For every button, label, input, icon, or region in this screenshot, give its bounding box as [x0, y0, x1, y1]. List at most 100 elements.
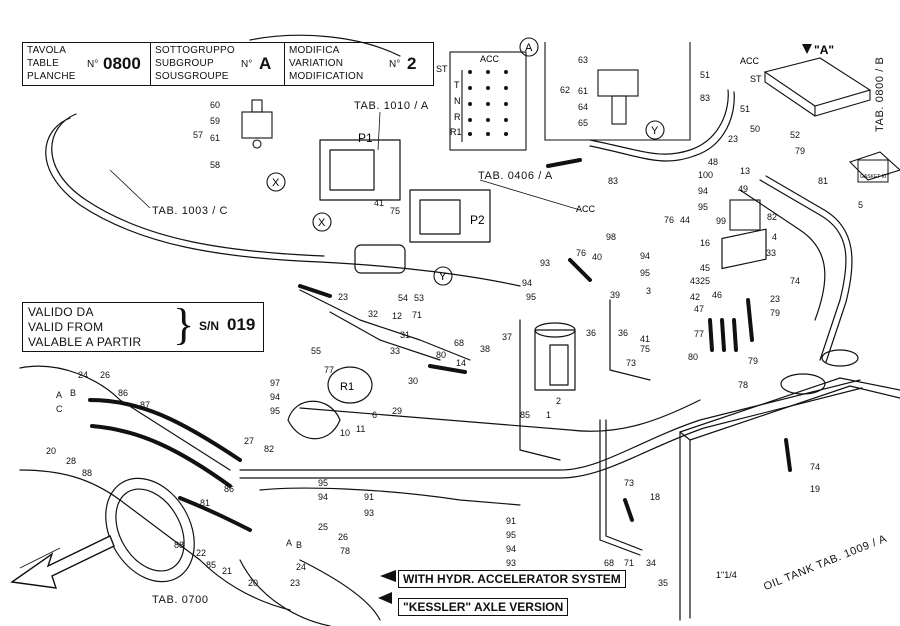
- valve-label-r: R: [454, 112, 461, 122]
- part-number-lower-right: 94: [318, 492, 329, 502]
- part-number-upper-right: 95: [640, 268, 651, 278]
- ref-tab-0700: TAB. 0700: [152, 594, 209, 606]
- detail-marker-x-1: X: [272, 177, 280, 189]
- part-number-upper-right: 99: [716, 216, 727, 226]
- accumulator-label-r1: R1: [340, 381, 354, 393]
- part-number-lower-right: 73: [624, 478, 635, 488]
- part-number-upper-right: 79: [795, 146, 806, 156]
- part-number-lower-right: 74: [810, 462, 821, 472]
- ref-tab-1003: TAB. 1003 / C: [152, 205, 229, 217]
- table-label-fr: PLANCHE: [27, 71, 76, 82]
- part-number-center: 54: [398, 293, 409, 303]
- part-number-detail-y: 61: [578, 86, 589, 96]
- part-number-upper-right: 43: [690, 276, 701, 286]
- valve-label-acc: ACC: [480, 54, 500, 64]
- part-number-upper-right: 36: [618, 328, 629, 338]
- part-number-upper-right: 94: [698, 186, 709, 196]
- detail-marker-y-2: Y: [439, 271, 447, 283]
- part-number-center: 10: [340, 428, 351, 438]
- modification-cell: MODIFICA VARIATION MODIFICATION N° 2: [285, 43, 433, 85]
- part-number-lower-left: 22: [196, 548, 207, 558]
- part-number-detail-y: 62: [560, 85, 571, 95]
- ref-tab-0406: TAB. 0406 / A: [478, 170, 553, 182]
- part-number-lower-left: 28: [66, 456, 77, 466]
- table-cell: TAVOLA TABLE PLANCHE N° 0800: [23, 43, 151, 85]
- part-number-upper-right: 95: [698, 202, 709, 212]
- part-number-lower-right: 94: [506, 544, 517, 554]
- part-number-upper-right: 47: [694, 304, 705, 314]
- ref-tab-1010: TAB. 1010 / A: [354, 100, 429, 112]
- subgroup-label-fr: SOUSGROUPE: [155, 71, 229, 82]
- part-number-upper-right: 4: [772, 232, 778, 242]
- part-number-upper-right: 3: [646, 286, 652, 296]
- part-number-detail-x: 60: [210, 100, 221, 110]
- part-number-center: 75: [390, 206, 401, 216]
- part-number-lower-left: 81: [200, 498, 211, 508]
- part-number-lower-right: 35: [658, 578, 669, 588]
- part-number-upper-right: 36: [586, 328, 597, 338]
- part-number-upper-right: 51: [700, 70, 711, 80]
- part-number-lower-left: 26: [338, 532, 349, 542]
- part-number-lower-left: 25: [318, 522, 329, 532]
- part-number-lower-left: 24: [296, 562, 307, 572]
- part-number-detail-x: 59: [210, 116, 221, 126]
- part-number-upper-right: 48: [708, 157, 719, 167]
- part-number-lower-left: 20: [248, 578, 259, 588]
- part-number-upper-right: 16: [700, 238, 711, 248]
- part-number-upper-right: 74: [790, 276, 801, 286]
- part-number-center: 32: [368, 309, 379, 319]
- valve-label-st: ST: [436, 64, 448, 74]
- part-number-upper-right: 94: [522, 278, 533, 288]
- part-number-center: 33: [390, 346, 401, 356]
- part-number-upper-right: 78: [738, 380, 749, 390]
- gasket-kit-label: GASKET KIT: [860, 174, 889, 180]
- detail-marker-a: A: [525, 42, 533, 54]
- part-number-upper-right: 95: [526, 292, 537, 302]
- modification-no: 2: [407, 54, 417, 73]
- part-number-center: 1: [546, 410, 552, 420]
- subgroup-no: A: [259, 54, 272, 73]
- part-number-detail-x: 58: [210, 160, 221, 170]
- part-number-detail-x: 61: [210, 133, 221, 143]
- part-number-lower-right: 95: [318, 478, 329, 488]
- part-number-center: 37: [502, 332, 513, 342]
- part-number-upper-right: 49: [738, 184, 749, 194]
- part-number-upper-right: 13: [740, 166, 751, 176]
- modification-label-fr: MODIFICATION: [289, 71, 364, 82]
- part-number-detail-y: 65: [578, 118, 589, 128]
- part-number-upper-right: 94: [640, 251, 651, 261]
- part-number-center: 6: [372, 410, 378, 420]
- part-number-upper-right: 82: [767, 212, 778, 222]
- part-number-upper-right: 76: [664, 215, 675, 225]
- valid-from-it: VALIDO DA: [28, 305, 94, 319]
- part-number-center: 95: [270, 406, 281, 416]
- part-number-upper-right: 23: [728, 134, 739, 144]
- part-number-lower-right: 68: [604, 558, 615, 568]
- part-number-center: 94: [270, 392, 281, 402]
- part-number-center: 85: [520, 410, 531, 420]
- part-number-lower-right: 95: [506, 530, 517, 540]
- part-number-lower-left: C: [56, 404, 63, 414]
- part-number-lower-left: 85: [206, 560, 217, 570]
- table-no-prefix: N°: [87, 59, 99, 70]
- modification-label-en: VARIATION: [289, 58, 344, 69]
- subgroup-label-it: SOTTOGRUPPO: [155, 45, 235, 56]
- part-number-lower-right: 19: [810, 484, 821, 494]
- table-label-it: TAVOLA: [27, 45, 67, 56]
- part-number-lower-left: B: [296, 540, 303, 550]
- valid-from-fr: VALABLE A PARTIR: [28, 335, 142, 349]
- part-number-upper-right: 51: [740, 104, 751, 114]
- modification-no-prefix: N°: [389, 59, 401, 70]
- part-number-upper-right: 81: [818, 176, 829, 186]
- part-number-upper-right: 75: [640, 344, 651, 354]
- detail-marker-x-2: X: [318, 217, 326, 229]
- part-number-lower-left: 23: [290, 578, 301, 588]
- part-number-lower-left: 88: [82, 468, 93, 478]
- part-number-lower-right: 91: [364, 492, 375, 502]
- part-number-lower-left: A: [56, 390, 63, 400]
- part-number-upper-right: 46: [712, 290, 723, 300]
- part-number-upper-right: 76: [576, 248, 587, 258]
- part-number-center: 30: [408, 376, 419, 386]
- valve-label-t: T: [454, 80, 460, 90]
